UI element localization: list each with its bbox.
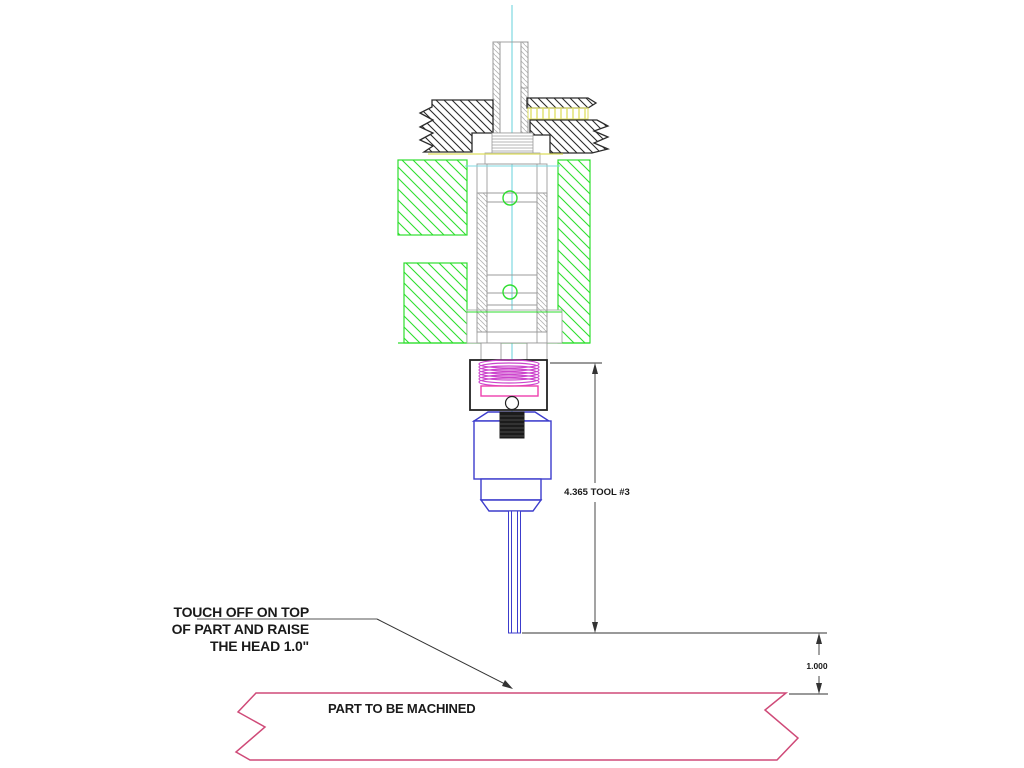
touch-off-note: TOUCH OFF ON TOP OF PART AND RAISE THE H… xyxy=(172,604,513,689)
dim-tool-length-text: 4.365 TOOL #3 xyxy=(564,487,630,498)
pulley-right-flange xyxy=(526,97,598,109)
tool-bit xyxy=(508,510,521,634)
spring-box xyxy=(469,359,548,411)
set-screw-hole xyxy=(504,395,520,411)
alignment-holes xyxy=(502,190,518,300)
thread-band-yellow xyxy=(527,107,589,120)
workpiece-label: PART TO BE MACHINED xyxy=(328,701,475,716)
dim-raise-height-text: 1.000 xyxy=(806,661,828,671)
note-line-1: TOUCH OFF ON TOP xyxy=(173,604,309,620)
drawbar xyxy=(492,41,529,134)
spring-keeper xyxy=(480,385,539,397)
workpiece: PART TO BE MACHINED xyxy=(234,692,800,761)
note-line-3: THE HEAD 1.0" xyxy=(210,638,309,654)
clamp-block-green xyxy=(397,159,591,344)
pulley-left xyxy=(418,99,494,153)
dimension-raise-height: 1.000 xyxy=(522,632,828,695)
spindle-thread-collar xyxy=(484,132,541,165)
dimension-tool-length: 4.365 TOOL #3 xyxy=(550,362,630,633)
spring-coil xyxy=(478,359,540,387)
note-line-2: OF PART AND RAISE xyxy=(172,621,309,637)
threaded-stud xyxy=(499,411,525,439)
spindle-quill xyxy=(466,163,563,361)
pulley-right-block xyxy=(529,119,611,154)
